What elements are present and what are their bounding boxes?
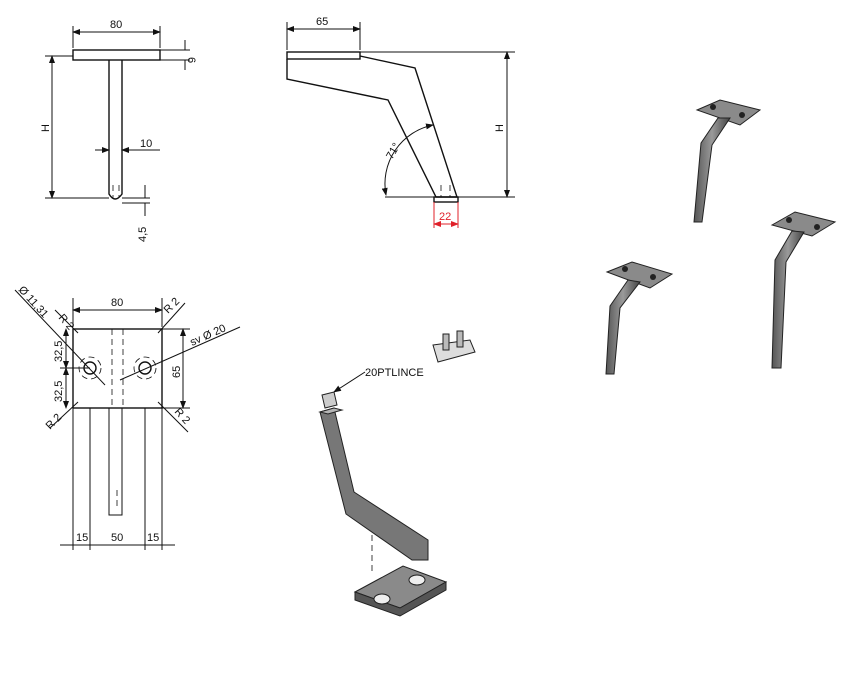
stem: [108, 60, 123, 200]
leg-render-3: [770, 211, 837, 369]
dim-bottom-50: 50: [111, 532, 123, 544]
radius-bl: R 2: [44, 412, 65, 433]
dim-bottom-15-right: 15: [147, 532, 159, 544]
dim-plan-80: 80: [111, 297, 123, 309]
dim-hole-dia: Ø 11,31: [16, 284, 51, 321]
dim-6: 6: [185, 57, 197, 63]
dim-H: H: [40, 124, 52, 132]
plan-view: Ø 11,31 sv Ø 20 80 R 2 R 2 R 2 R 2 32,5 …: [14, 284, 241, 550]
dim-22: 22: [439, 211, 451, 223]
leg-render-1: [693, 99, 762, 223]
front-view: 80 6 H 10 4,5: [40, 19, 197, 242]
part-label: 20PTLINCE: [365, 367, 424, 379]
hole-right: [138, 361, 152, 375]
assembly-view: 20PTLINCE: [318, 330, 476, 617]
side-top-plate: [286, 51, 361, 60]
leg-render-2: [605, 261, 674, 375]
dim-H-side: H: [494, 124, 506, 132]
dim-offset-bottom: 32,5: [53, 381, 65, 402]
assembly-leg: [319, 407, 429, 561]
dim-10: 10: [140, 138, 152, 150]
radius-tr: R 2: [162, 296, 183, 317]
dim-4-5: 4,5: [137, 227, 149, 242]
top-plate: [72, 49, 161, 61]
connector: [432, 339, 476, 363]
dim-depth-65: 65: [171, 366, 183, 378]
dim-65: 65: [316, 16, 328, 28]
radius-br: R 2: [172, 406, 192, 427]
dim-80: 80: [110, 19, 122, 31]
side-leg-profile: [286, 55, 458, 198]
dim-bottom-15-left: 15: [76, 532, 88, 544]
dim-offset-top: 32,5: [53, 341, 65, 362]
side-view: 65 H 71° 22: [286, 16, 515, 228]
dim-countersink: sv Ø 20: [188, 322, 228, 348]
